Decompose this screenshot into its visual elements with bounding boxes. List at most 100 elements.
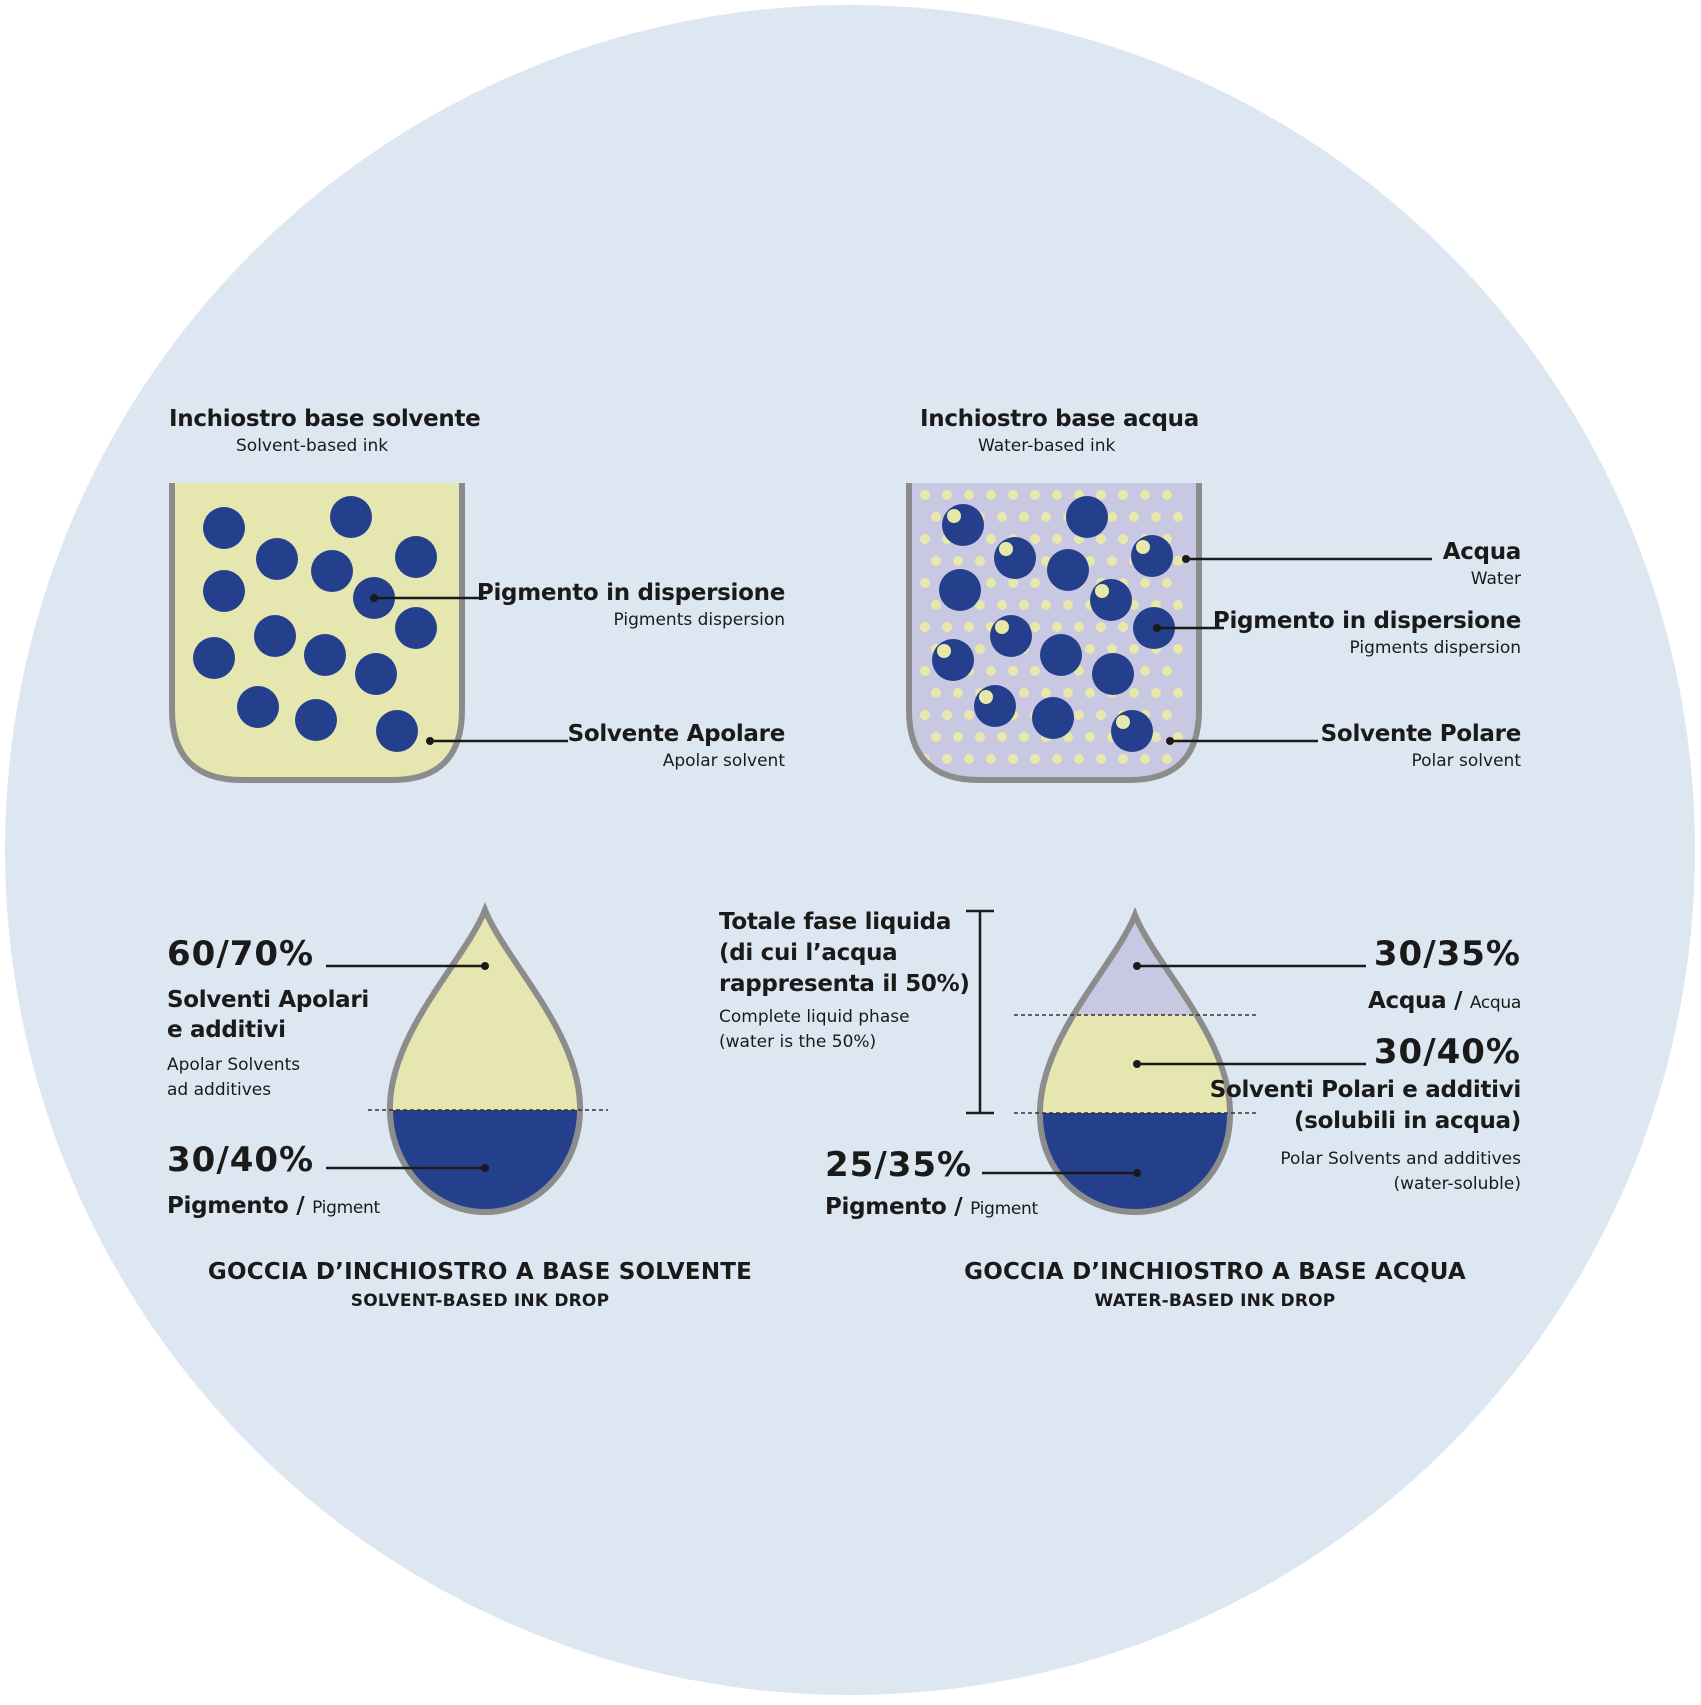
water-molecule xyxy=(1052,622,1062,632)
water-molecule xyxy=(1118,754,1128,764)
water-molecule xyxy=(1019,600,1029,610)
water-drop-pigment-label-it: Pigmento / xyxy=(825,1194,963,1220)
water-drop-caption-en: WATER-BASED INK DROP xyxy=(1094,1291,1336,1311)
water-molecule xyxy=(931,688,941,698)
water-water-label-en: Water xyxy=(1470,569,1521,589)
water-drop-water-label-it: Acqua / xyxy=(1368,988,1463,1014)
water-pigment-particles xyxy=(932,496,1175,752)
water-drop-solvent-pct: 30/40% xyxy=(1373,1032,1521,1072)
water-molecule xyxy=(1063,600,1073,610)
water-molecule xyxy=(975,644,985,654)
water-drop-pigment-label: Pigmento / Pigment xyxy=(825,1194,1038,1220)
water-molecule xyxy=(1173,732,1183,742)
pigment-particle xyxy=(203,507,245,549)
pigment-particle xyxy=(256,538,298,580)
pigment-particle xyxy=(355,653,397,695)
hydration-mark xyxy=(1095,584,1109,598)
hydration-mark xyxy=(937,644,951,658)
water-molecule xyxy=(931,600,941,610)
pigment-particle xyxy=(1032,697,1074,739)
water-molecule xyxy=(1118,490,1128,500)
pigment-particle xyxy=(1092,653,1134,695)
hydration-mark xyxy=(995,620,1009,634)
water-molecule xyxy=(931,732,941,742)
water-molecule xyxy=(920,578,930,588)
water-molecule xyxy=(1129,688,1139,698)
water-molecule xyxy=(1008,754,1018,764)
water-molecule xyxy=(1162,754,1172,764)
solvent-drop-pigment-label-en: Pigment xyxy=(312,1198,380,1218)
water-molecule xyxy=(1118,534,1128,544)
water-molecule xyxy=(1041,688,1051,698)
pigment-particle xyxy=(254,615,296,657)
leader-lines xyxy=(326,555,1432,1177)
solvent-pigment-label-en: Pigments dispersion xyxy=(613,610,785,630)
water-molecule xyxy=(942,754,952,764)
leader-dot xyxy=(1182,555,1190,563)
water-molecule xyxy=(1173,556,1183,566)
liquid-phase-line-2: (di cui l’acqua xyxy=(719,940,898,966)
leader-dot xyxy=(1133,1060,1141,1068)
water-molecule xyxy=(997,512,1007,522)
leader-dot xyxy=(1166,737,1174,745)
pigment-particle xyxy=(1090,579,1132,621)
water-molecule xyxy=(953,732,963,742)
solvent-pigment-particles xyxy=(193,496,437,752)
solvent-drop-solvent-label-en-1: Apolar Solvents xyxy=(167,1055,301,1075)
pigment-particle xyxy=(1111,710,1153,752)
pigment-particle xyxy=(193,637,235,679)
water-molecule xyxy=(1107,556,1117,566)
pigment-particle xyxy=(942,504,984,546)
water-molecule xyxy=(1162,490,1172,500)
water-molecule xyxy=(1019,732,1029,742)
water-molecule xyxy=(1030,578,1040,588)
solvent-pigment-label: Pigmento in dispersione xyxy=(476,580,785,606)
water-molecule xyxy=(1129,644,1139,654)
water-pigment-label-en: Pigments dispersion xyxy=(1349,638,1521,658)
water-solvent-label: Solvente Polare xyxy=(1320,721,1522,747)
hydration-mark xyxy=(979,690,993,704)
pigment-particle xyxy=(203,570,245,612)
solvent-ink-title: Inchiostro base solvente xyxy=(169,406,481,432)
water-molecule xyxy=(942,710,952,720)
water-ink-subtitle: Water-based ink xyxy=(978,436,1116,456)
solvent-container xyxy=(169,483,465,783)
solvent-drop-caption: GOCCIA D’INCHIOSTRO A BASE SOLVENTE xyxy=(207,1259,753,1285)
water-molecule xyxy=(1074,622,1084,632)
water-molecule xyxy=(1008,666,1018,676)
water-drop-pigment-pct: 25/35% xyxy=(825,1145,973,1185)
hydration-mark xyxy=(947,509,961,523)
water-molecule xyxy=(1019,512,1029,522)
pigment-particle xyxy=(395,536,437,578)
solvent-solvent-label-en: Apolar solvent xyxy=(662,751,785,771)
water-molecule xyxy=(942,622,952,632)
water-molecule xyxy=(986,578,996,588)
water-container xyxy=(906,483,1202,783)
solvent-drop-solvent-label-1: Solventi Apolari xyxy=(167,987,369,1013)
water-ink-title: Inchiostro base acqua xyxy=(920,406,1199,432)
water-molecule xyxy=(953,556,963,566)
pigment-particle xyxy=(330,496,372,538)
water-molecule xyxy=(1030,622,1040,632)
water-drop-outline xyxy=(1036,906,1234,1216)
solvent-drop-caption-en: SOLVENT-BASED INK DROP xyxy=(350,1291,610,1311)
water-molecule xyxy=(1085,732,1095,742)
water-molecule xyxy=(1107,644,1117,654)
water-drop-solvent-label-1: Solventi Polari e additivi xyxy=(1209,1077,1522,1103)
water-molecule xyxy=(1019,688,1029,698)
leader-dot xyxy=(481,962,489,970)
pigment-particle xyxy=(932,639,974,681)
leader-dot xyxy=(481,1164,489,1172)
pigment-particle xyxy=(994,537,1036,579)
liquid-phase-en-line-2: (water is the 50%) xyxy=(719,1032,877,1052)
pigment-particle xyxy=(376,710,418,752)
water-molecule xyxy=(931,556,941,566)
water-molecule xyxy=(1129,512,1139,522)
water-molecule xyxy=(1162,710,1172,720)
water-drop-solvent-label-en-1: Polar Solvents and additives xyxy=(1280,1149,1521,1169)
water-molecule xyxy=(1052,490,1062,500)
liquid-phase-en-line-1: Complete liquid phase xyxy=(719,1007,910,1027)
water-molecule xyxy=(975,556,985,566)
water-molecule xyxy=(920,710,930,720)
water-pigment-label: Pigmento in dispersione xyxy=(1212,608,1521,634)
